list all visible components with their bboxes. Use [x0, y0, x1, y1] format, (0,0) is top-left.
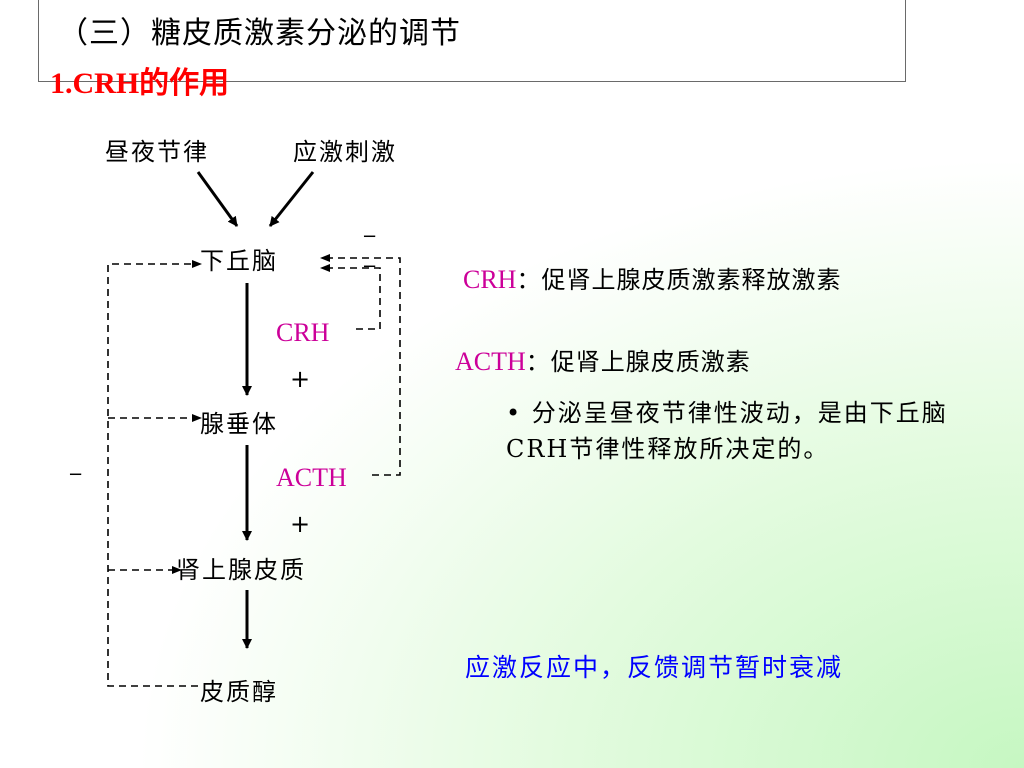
- node-hypothalamus: 下丘脑: [200, 247, 278, 275]
- definition-acth-text: ：促肾上腺皮质激素: [525, 348, 751, 376]
- node-adrenal-cortex: 肾上腺皮质: [176, 556, 306, 584]
- definition-crh-text: ：促肾上腺皮质激素释放激素: [516, 266, 842, 294]
- title-box: [38, 0, 906, 82]
- definition-acth: ACTH：促肾上腺皮质激素: [455, 342, 751, 377]
- minus-sign-left: −: [68, 464, 84, 485]
- feedback-cortisol-left: [107, 263, 198, 687]
- definition-acth-abbr: ACTH: [455, 347, 526, 376]
- bullet-circadian-note: • 分泌呈昼夜节律性波动，是由下丘脑CRH节律性释放所决定的。: [506, 399, 948, 463]
- slide-subtitle: 1.CRH的作用: [50, 67, 230, 100]
- minus-sign-top-1: −: [362, 226, 378, 247]
- input-circadian-rhythm: 昼夜节律: [105, 138, 209, 166]
- minus-sign-top-2: −: [362, 256, 378, 277]
- node-cortisol: 皮质醇: [200, 678, 278, 706]
- input-arrow-stress: [268, 171, 315, 227]
- hormone-acth-label: ACTH: [276, 463, 347, 492]
- feedback-acth-short: [326, 257, 401, 476]
- definition-crh-abbr: CRH: [463, 265, 517, 294]
- definition-crh: CRH：促肾上腺皮质激素释放激素: [463, 260, 841, 295]
- input-arrow-circadian: [196, 171, 239, 227]
- node-anterior-pituitary: 腺垂体: [200, 410, 278, 438]
- stress-feedback-note: 应激反应中，反馈调节暂时衰减: [465, 653, 844, 682]
- slide-title: （三）糖皮质激素分泌的调节: [58, 16, 461, 51]
- plus-sign-acth: +: [290, 510, 311, 538]
- hormone-crh-label: CRH: [276, 318, 330, 347]
- input-stress-stimulus: 应激刺激: [293, 138, 397, 166]
- plus-sign-crh: +: [290, 365, 311, 393]
- feedback-crh-short: [326, 267, 381, 330]
